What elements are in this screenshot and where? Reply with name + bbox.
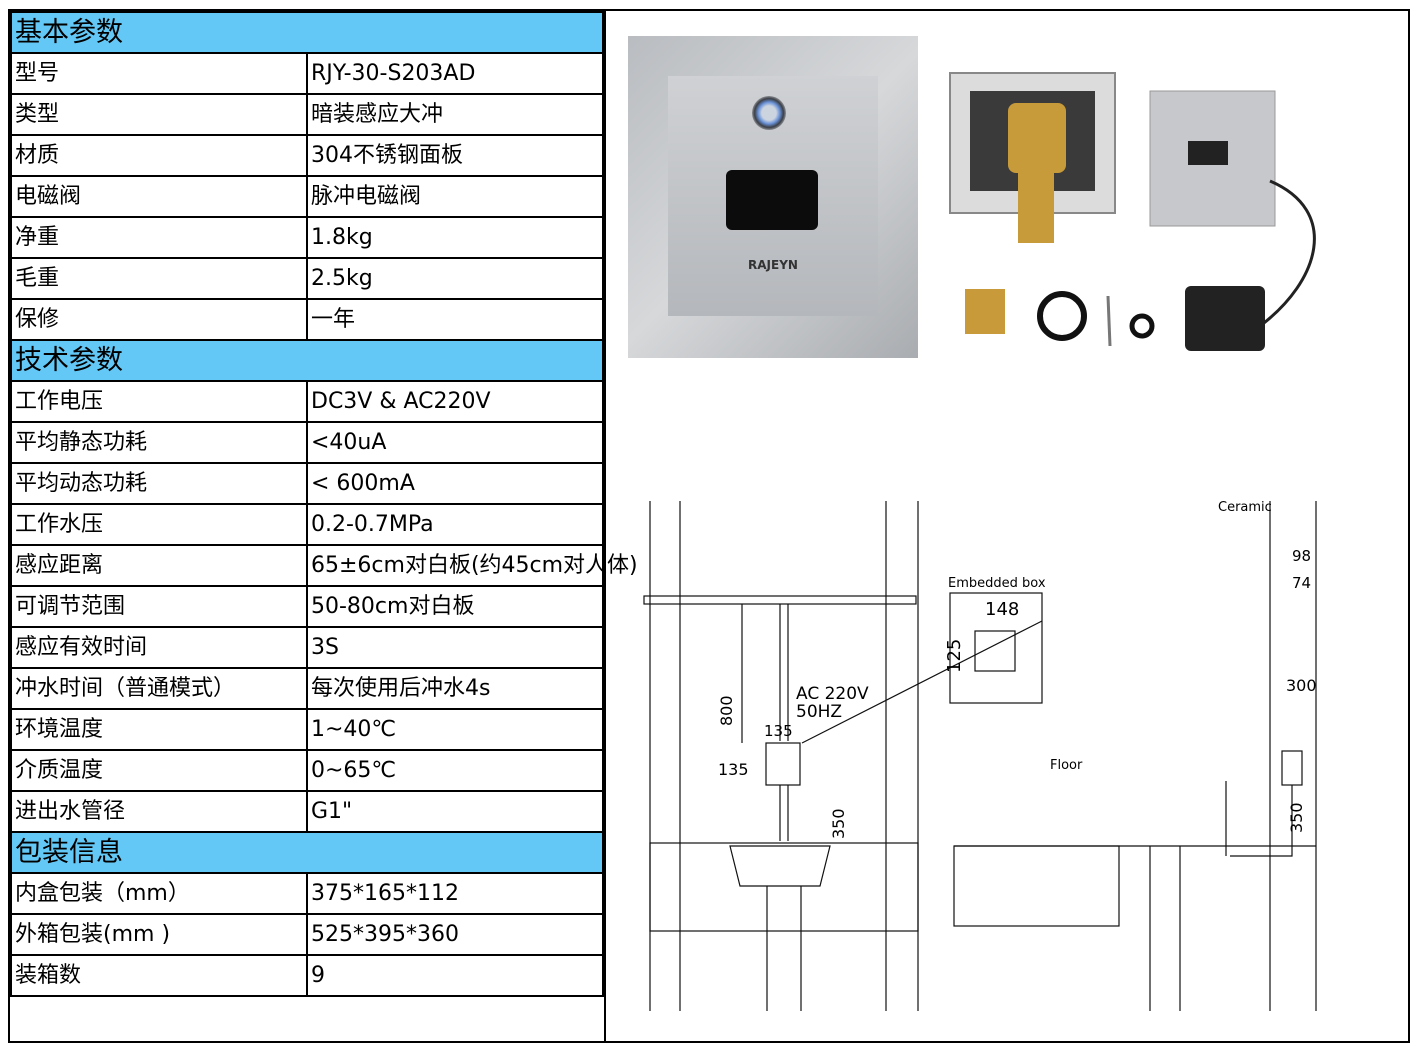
panel-face: RAJEYN xyxy=(668,76,878,316)
dim-350-front: 350 xyxy=(829,808,848,839)
panel-photo: RAJEYN xyxy=(628,36,918,358)
spec-value: 每次使用后冲水4s xyxy=(306,667,604,710)
power-spec-line2: 50HZ xyxy=(796,702,842,722)
spec-label: 内盒包装（mm） xyxy=(10,872,308,915)
spec-row: 外箱包装(mm )525*395*360 xyxy=(10,913,604,956)
spec-row: 内盒包装（mm）375*165*112 xyxy=(10,872,604,915)
spec-label: 类型 xyxy=(10,93,308,136)
section-header-row: 技术参数 xyxy=(10,339,604,382)
spec-label: 工作电压 xyxy=(10,380,308,423)
spec-label: 材质 xyxy=(10,134,308,177)
spec-label: 净重 xyxy=(10,216,308,259)
section-header-row: 包装信息 xyxy=(10,831,604,874)
kit-components-photo xyxy=(940,61,1400,361)
spec-value: RJY-30-S203AD xyxy=(306,52,604,95)
spec-label: 毛重 xyxy=(10,257,308,300)
spec-label: 电磁阀 xyxy=(10,175,308,218)
spec-label: 外箱包装(mm ) xyxy=(10,913,308,956)
spec-row: 电磁阀脉冲电磁阀 xyxy=(10,175,604,218)
spec-row: 平均静态功耗<40uA xyxy=(10,421,604,464)
box-width-dim: 148 xyxy=(985,599,1019,620)
spec-value: 0.2-0.7MPa xyxy=(306,503,604,546)
spec-label: 冲水时间（普通模式） xyxy=(10,667,308,710)
dim-350-side: 350 xyxy=(1287,802,1306,833)
dim-800: 800 xyxy=(717,695,736,726)
spec-value: <40uA xyxy=(306,421,604,464)
spec-value: 65±6cm对白板(约45cm对人体) xyxy=(306,544,638,587)
spec-value: 一年 xyxy=(306,298,604,341)
spec-value: 525*395*360 xyxy=(306,913,604,956)
product-illustrations: RAJEYN xyxy=(604,11,1412,1041)
dim-135-side: 135 xyxy=(718,760,749,779)
spec-row: 平均动态功耗 < 600mA xyxy=(10,462,604,505)
ceramic-label: Ceramic xyxy=(1218,500,1272,515)
spec-label: 平均静态功耗 xyxy=(10,421,308,464)
dim-135-top: 135 xyxy=(764,722,793,740)
spec-value: G1" xyxy=(306,790,604,833)
spec-label: 感应距离 xyxy=(10,544,308,587)
spec-value: 1.8kg xyxy=(306,216,604,259)
floor-label: Floor xyxy=(1050,758,1083,773)
spec-value: DC3V & AC220V xyxy=(306,380,604,423)
dim-74: 74 xyxy=(1292,574,1311,592)
spec-value: 脉冲电磁阀 xyxy=(306,175,604,218)
section-title: 技术参数 xyxy=(10,339,604,382)
installation-drawing: Embedded box 148 125 AC 220V 50HZ 800 13… xyxy=(643,500,1317,1011)
dim-300: 300 xyxy=(1286,676,1317,695)
spec-value: 2.5kg xyxy=(306,257,604,300)
spec-value: < 600mA xyxy=(306,462,604,505)
spec-label: 介质温度 xyxy=(10,749,308,792)
spec-row: 类型暗装感应大冲 xyxy=(10,93,604,136)
dim-98: 98 xyxy=(1292,547,1311,565)
spec-label: 平均动态功耗 xyxy=(10,462,308,505)
spec-value: 50-80cm对白板 xyxy=(306,585,604,628)
spec-value: 1~40℃ xyxy=(306,708,604,751)
section-title: 包装信息 xyxy=(10,831,604,874)
spec-value: 3S xyxy=(306,626,604,669)
power-spec-line1: AC 220V xyxy=(796,684,869,704)
section-title: 基本参数 xyxy=(10,11,604,54)
spec-row: 保修一年 xyxy=(10,298,604,341)
spec-label: 工作水压 xyxy=(10,503,308,546)
spec-label: 进出水管径 xyxy=(10,790,308,833)
spec-value: 暗装感应大冲 xyxy=(306,93,604,136)
spec-label: 感应有效时间 xyxy=(10,626,308,669)
spec-row: 冲水时间（普通模式）每次使用后冲水4s xyxy=(10,667,604,710)
brand-logo: RAJEYN xyxy=(748,258,798,272)
spec-label: 型号 xyxy=(10,52,308,95)
spec-label: 装箱数 xyxy=(10,954,308,997)
spec-label: 环境温度 xyxy=(10,708,308,751)
sensor-window xyxy=(726,170,818,230)
spec-value: 9 xyxy=(306,954,604,997)
spec-value: 304不锈钢面板 xyxy=(306,134,604,177)
box-height-dim: 125 xyxy=(944,639,965,673)
spec-value: 375*165*112 xyxy=(306,872,604,915)
spec-label: 可调节范围 xyxy=(10,585,308,628)
spec-label: 保修 xyxy=(10,298,308,341)
flush-button-icon xyxy=(752,96,786,130)
spec-value: 0~65℃ xyxy=(306,749,604,792)
embedded-box-label: Embedded box xyxy=(948,576,1046,591)
section-header-row: 基本参数 xyxy=(10,11,604,54)
